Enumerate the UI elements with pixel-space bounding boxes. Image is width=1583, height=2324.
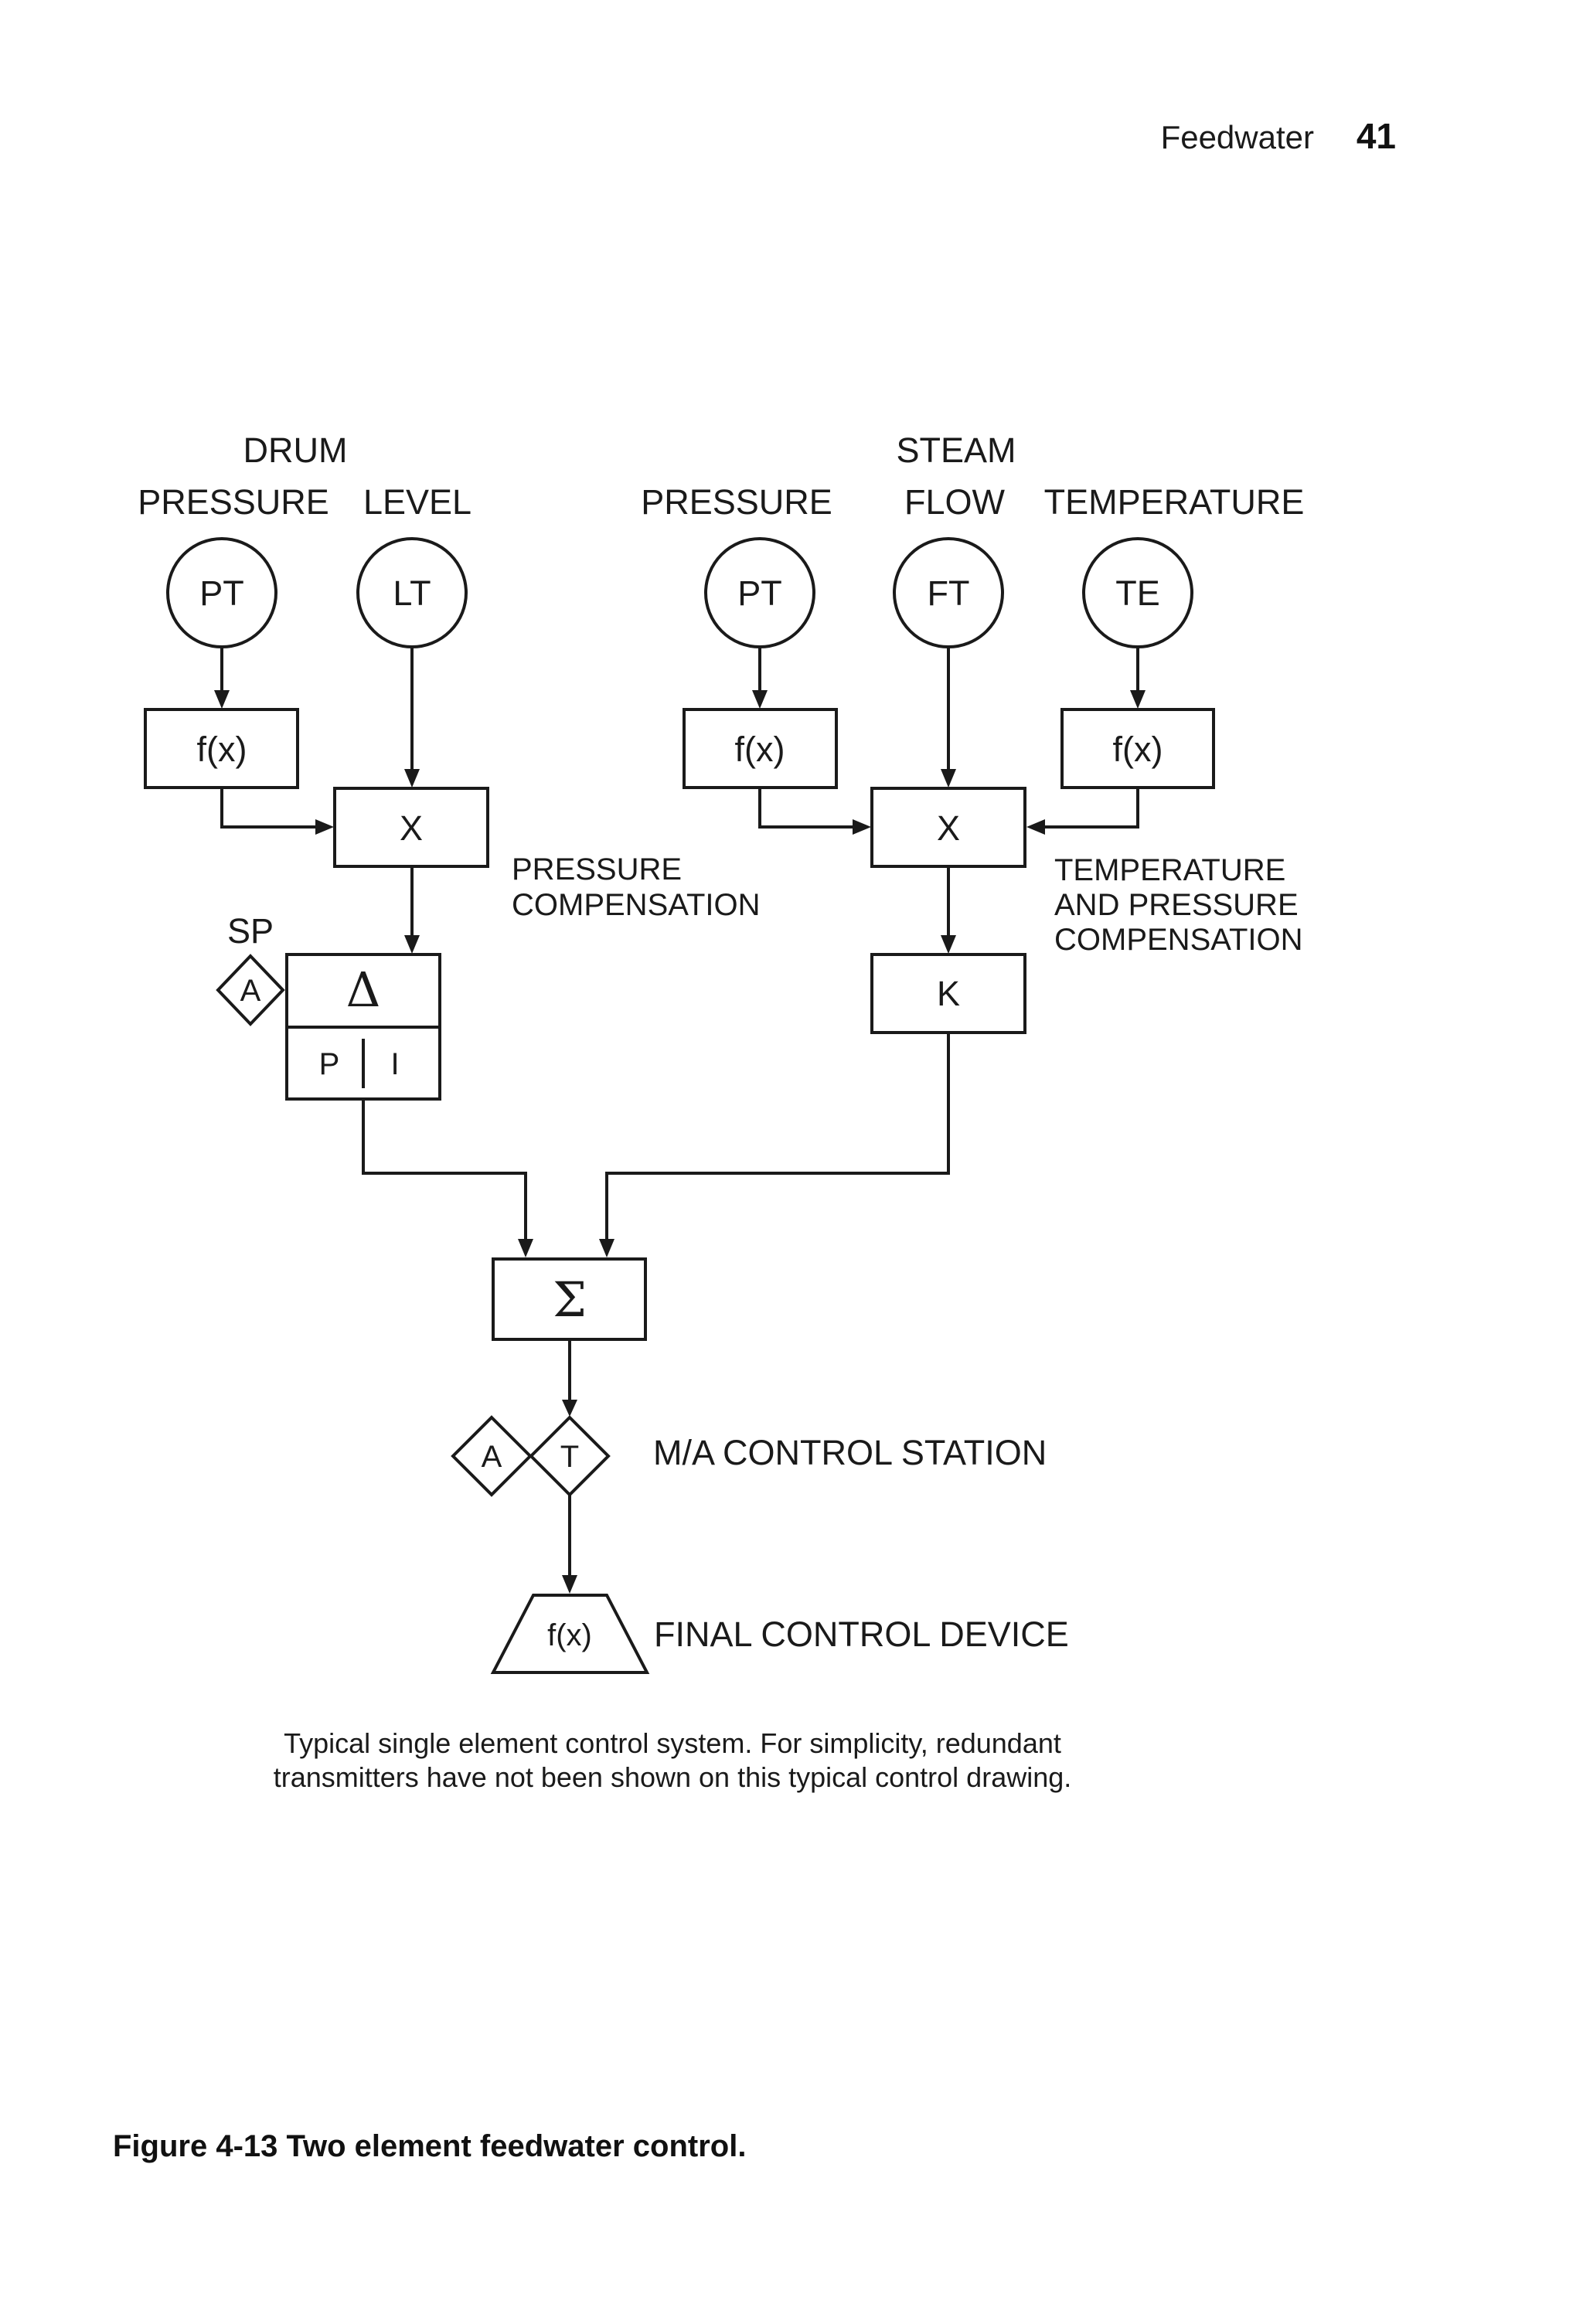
steam-multiplier-block: X xyxy=(870,787,1026,868)
gain-k-block: K xyxy=(870,953,1026,1034)
sp-a-label: A xyxy=(240,974,261,1008)
steam-pt-label: PT xyxy=(737,573,782,613)
ma-control-station: A T xyxy=(451,1415,611,1497)
sigma-symbol: Σ xyxy=(553,1271,587,1328)
label-steam-pressure: PRESSURE xyxy=(641,482,832,522)
setpoint-auto-diamond: A xyxy=(216,954,285,1026)
level-controller-block: Δ P I xyxy=(285,953,441,1101)
label-drum: DRUM xyxy=(243,430,348,470)
integral-label: I xyxy=(390,1047,399,1081)
steam-temperature-element: TE xyxy=(1082,537,1193,648)
steam-te-label: TE xyxy=(1115,573,1160,613)
drum-pressure-function-block: f(x) xyxy=(144,708,299,789)
setpoint-label: SP xyxy=(227,911,274,951)
proportional-label: P xyxy=(319,1047,340,1081)
mult1-label: X xyxy=(400,808,423,848)
mult2-label: X xyxy=(937,808,960,848)
delta-symbol: Δ xyxy=(346,961,381,1018)
figure-title: Figure 4-13 Two element feedwater contro… xyxy=(113,2129,746,2163)
steam-pressure-function-block: f(x) xyxy=(683,708,838,789)
fx2-label: f(x) xyxy=(735,730,785,769)
caption-line-2: transmitters have not been shown on this… xyxy=(274,1761,1072,1793)
signal-lines xyxy=(214,647,1146,1594)
fx1-label: f(x) xyxy=(197,730,247,769)
pressure-compensation-line-1: PRESSURE xyxy=(512,852,682,886)
pressure-compensation-line-2: COMPENSATION xyxy=(512,888,761,922)
pressure-compensation-label: PRESSURE COMPENSATION xyxy=(512,852,761,922)
ma-station-label: M/A CONTROL STATION xyxy=(653,1433,1047,1472)
label-steam: STEAM xyxy=(896,430,1016,470)
temp-pressure-compensation-line-3: COMPENSATION xyxy=(1054,923,1303,957)
page-number: 41 xyxy=(1357,116,1396,156)
summer-block: Σ xyxy=(492,1257,647,1341)
label-drum-pressure: PRESSURE xyxy=(138,482,329,522)
running-header: Feedwater xyxy=(1161,119,1314,155)
temp-pressure-compensation-line-1: TEMPERATURE xyxy=(1054,853,1285,887)
steam-flow-transmitter: FT xyxy=(893,537,1004,648)
station-a-label: A xyxy=(482,1440,502,1474)
final-control-device: f(x) xyxy=(490,1594,650,1674)
station-t-label: T xyxy=(560,1440,579,1474)
label-steam-flow: FLOW xyxy=(904,482,1006,522)
final-device-label: FINAL CONTROL DEVICE xyxy=(654,1615,1069,1654)
final-fx-label: f(x) xyxy=(547,1618,592,1652)
drum-pt-label: PT xyxy=(199,573,244,613)
label-drum-level: LEVEL xyxy=(363,482,471,522)
k-label: K xyxy=(937,974,960,1013)
caption-line-1: Typical single element control system. F… xyxy=(284,1727,1061,1759)
steam-temperature-function-block: f(x) xyxy=(1060,708,1215,789)
label-steam-temperature: TEMPERATURE xyxy=(1044,482,1305,522)
drum-pressure-transmitter: PT xyxy=(166,537,277,648)
steam-ft-label: FT xyxy=(928,573,970,613)
steam-pressure-transmitter: PT xyxy=(704,537,815,648)
drum-level-transmitter: LT xyxy=(356,537,468,648)
fx3-label: f(x) xyxy=(1113,730,1163,769)
drum-lt-label: LT xyxy=(393,573,431,613)
temperature-pressure-compensation-label: TEMPERATURE AND PRESSURE COMPENSATION xyxy=(1054,853,1303,957)
temp-pressure-compensation-line-2: AND PRESSURE xyxy=(1054,888,1299,922)
drum-multiplier-block: X xyxy=(333,787,489,868)
